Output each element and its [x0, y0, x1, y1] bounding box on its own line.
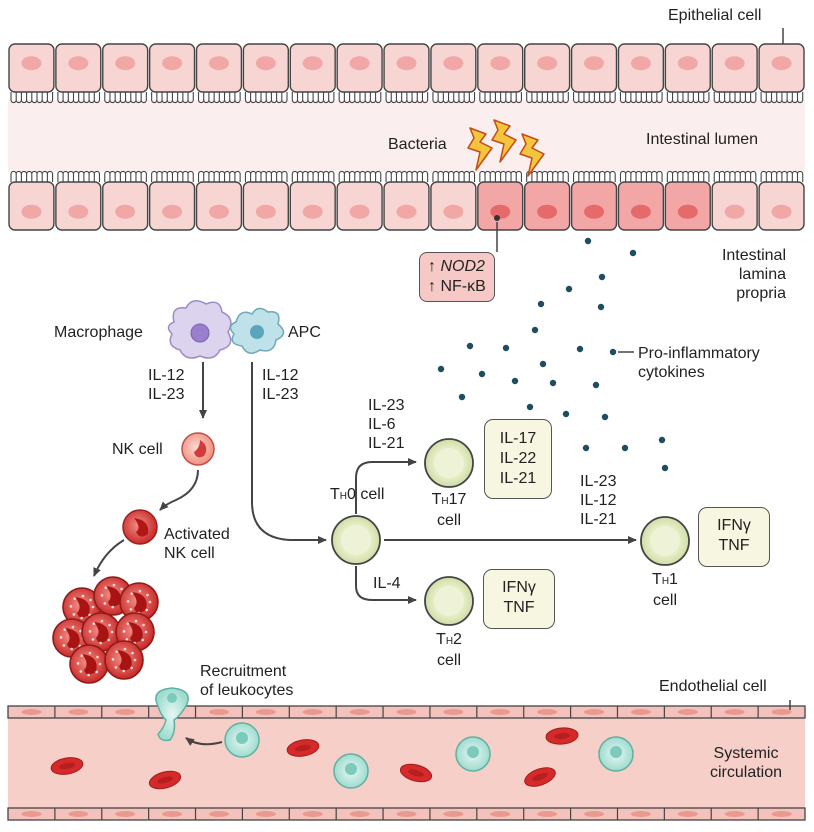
epithelium-top-layer: [8, 43, 805, 104]
leukocyte: [598, 736, 634, 772]
recruitment-arrow: [185, 737, 223, 746]
cytokine-dot: [511, 377, 519, 385]
intestinal-lamina-propria-label: Intestinal lamina propria: [721, 247, 786, 302]
red-blood-cell: [399, 763, 433, 783]
cytokine-dot: [621, 444, 629, 452]
cytokine-dot: [502, 344, 510, 352]
th0-cell-icon: [331, 515, 381, 565]
cytokine-dot: [629, 249, 637, 257]
th2-cell-label: TH2 cell: [436, 631, 462, 669]
cytokine-dot: [526, 403, 534, 411]
th1-inducing-cytokines: IL-23 IL-12 IL-21: [580, 473, 617, 528]
leukocyte: [455, 736, 491, 772]
cytokine-dot: [582, 444, 590, 452]
red-blood-cell: [524, 767, 556, 787]
th0-to-th17-arrow: [355, 458, 417, 514]
endothelial-layer: [7, 705, 806, 821]
nk-proliferation-arrow: [93, 539, 125, 577]
cytokine-dot: [597, 303, 605, 311]
macrophage-cytokines: IL-12 IL-23: [148, 367, 185, 403]
epithelial-cell-label: Epithelial cell: [668, 7, 762, 24]
cytokine-dot: [609, 348, 617, 356]
nfkb-text: ↑ NF-κB: [428, 278, 486, 295]
red-blood-cell: [50, 757, 84, 775]
nod2-text: ↑ NOD2: [428, 258, 485, 275]
cytokine-dot: [584, 237, 592, 245]
leukocytes: [224, 722, 634, 789]
cytokine-dot: [658, 436, 666, 444]
th17-cell-icon: [424, 438, 474, 488]
nod2-nfkb-box: ↑ NOD2 ↑ NF-κB: [419, 252, 495, 302]
systemic-circulation-label: Systemic circulation: [709, 745, 783, 781]
blood-vessel: [8, 718, 805, 808]
red-blood-cell: [148, 770, 182, 790]
apc-cytokines: IL-12 IL-23: [262, 367, 299, 403]
cytokine-dot: [601, 413, 609, 421]
cytokine-dot: [537, 300, 545, 308]
th2-products-box: IFNγ TNF: [483, 569, 555, 629]
cytokine-dot: [592, 381, 600, 389]
red-blood-cell: [286, 739, 320, 757]
cytokine-dot: [531, 326, 539, 334]
activated-nk-cell: [104, 640, 144, 680]
leukocyte: [224, 722, 260, 758]
cytokine-dot: [598, 273, 606, 281]
cytokine-dot: [478, 370, 486, 378]
intestinal-lumen-label: Intestinal lumen: [646, 131, 759, 148]
lumen-background: [8, 100, 805, 172]
activated-nk-cell: [81, 612, 121, 652]
extravasating-leukocyte-icon: [155, 687, 189, 742]
cytokine-dot: [565, 285, 573, 293]
cytokine-dot: [466, 342, 474, 350]
bacteria-label: Bacteria: [388, 136, 447, 153]
th0-cell-label: TH0 cell: [330, 486, 385, 503]
th17-cell-label: TH17 cell: [431, 491, 467, 529]
cytokine-dot: [539, 360, 547, 368]
nk-cell-icon: [181, 432, 215, 466]
leukocyte: [333, 753, 369, 789]
activated-nk-cluster: [52, 576, 159, 684]
apc-icon: [229, 307, 285, 354]
cytokine-dot: [437, 365, 445, 373]
epithelium-bottom-layer: [8, 170, 805, 231]
nk-cell-label: NK cell: [112, 441, 163, 458]
th1-cell-label: TH1 cell: [652, 571, 678, 609]
th1-products-box: IFNγ TNF: [698, 507, 770, 567]
cytokine-dot: [549, 379, 557, 387]
apc-label: APC: [288, 324, 321, 341]
cytokine-dot: [661, 464, 669, 472]
th17-products-box: IL-17 IL-22 IL-21: [484, 419, 552, 499]
macrophage-label: Macrophage: [54, 324, 143, 341]
cytokine-dots: [437, 237, 669, 472]
activated-nk-cell-label: Activated NK cell: [164, 526, 230, 562]
macrophage-icon: [167, 300, 232, 359]
bacteria-icon: [467, 119, 545, 177]
red-blood-cell: [545, 727, 579, 745]
recruitment-label: Recruitment of leukocytes: [200, 663, 294, 699]
nk-activation-arrow: [159, 469, 199, 511]
apc-to-th0-arrow: [251, 362, 327, 544]
red-blood-cells: [50, 727, 579, 790]
th1-cell-icon: [640, 516, 690, 566]
pro-inflammatory-cytokines-label: Pro-inflammatory cytokines: [638, 345, 760, 381]
cytokine-dot: [576, 345, 584, 353]
th2-inducing-cytokine: IL-4: [373, 575, 401, 592]
cytokine-dot: [458, 393, 466, 401]
endothelial-cell-label: Endothelial cell: [659, 678, 767, 695]
th0-to-th2-arrow: [355, 566, 417, 604]
th2-cell-icon: [424, 576, 474, 626]
activated-nk-cell-icon: [122, 509, 158, 545]
cytokine-dot: [562, 410, 570, 418]
activated-nk-cell: [69, 644, 109, 684]
th17-inducing-cytokines: IL-23 IL-6 IL-21: [368, 397, 405, 452]
